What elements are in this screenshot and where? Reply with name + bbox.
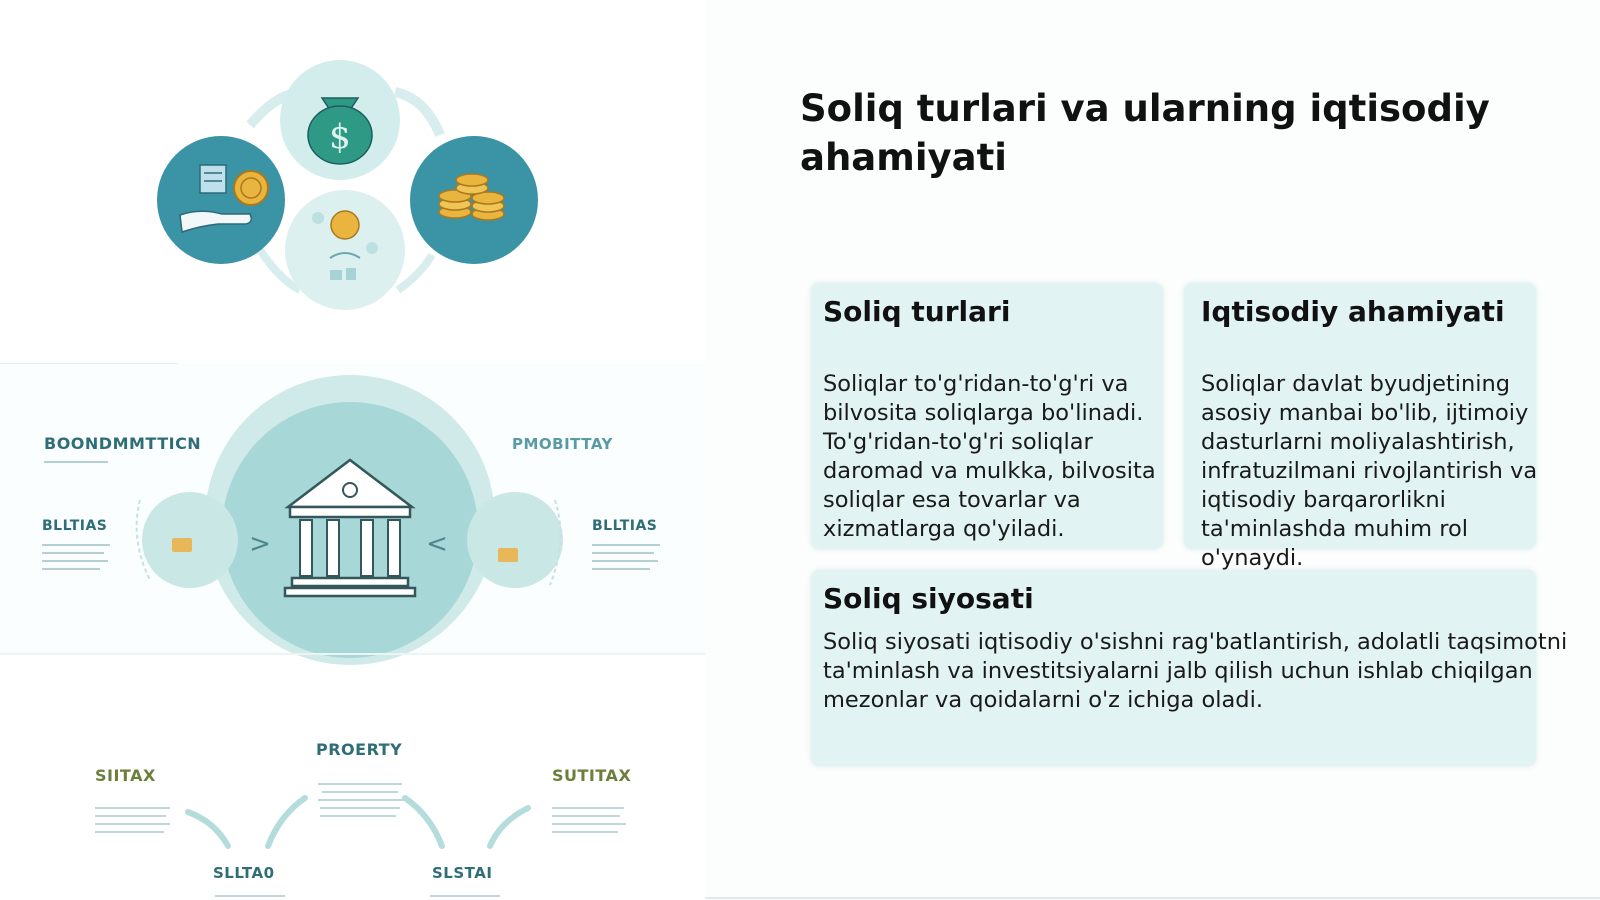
card-tax-policy bbox=[811, 570, 1536, 766]
ill-label-left-top: BOONDMMTTICN bbox=[44, 434, 202, 453]
ill-label-flow-left: SIITAX bbox=[95, 766, 156, 785]
ill-label-left-mid: BLLTIAS bbox=[42, 518, 108, 534]
card-tax-types bbox=[811, 283, 1163, 549]
card-tax-types-heading: Soliq turlari bbox=[823, 295, 1011, 328]
panel-1-circles: $ bbox=[157, 60, 538, 310]
card-tax-types-body: Soliqlar to'g'ridan-to'g'ri va bilvosita… bbox=[823, 371, 1156, 542]
panel-3-flow bbox=[95, 783, 626, 897]
coin-exchange-circle bbox=[285, 190, 405, 310]
panel-2-bank: > < bbox=[42, 375, 660, 665]
hand-coin-icon bbox=[179, 164, 269, 234]
hand-coin-circle bbox=[157, 136, 285, 264]
ill-label-right-mid: BLLTIAS bbox=[592, 518, 658, 534]
ill-label-flow-bottom-left: SLLTA0 bbox=[213, 864, 275, 882]
money-bag-icon: $ bbox=[307, 97, 373, 165]
card-tax-policy-body: Soliq siyosati iqtisodiy o'sishni rag'ba… bbox=[823, 629, 1568, 713]
ill-label-flow-top: PROERTY bbox=[316, 740, 403, 759]
card-tax-policy-heading: Soliq siyosati bbox=[823, 582, 1034, 615]
illustration-graphics: $ bbox=[0, 60, 705, 897]
ill-label-flow-bottom-right: SLSTAI bbox=[432, 864, 493, 882]
card-economic-importance-body: Soliqlar davlat byudjetining asosiy manb… bbox=[1201, 371, 1538, 571]
ill-label-flow-right: SUTITAX bbox=[552, 766, 632, 785]
ill-label-right-top: PMOBITTAY bbox=[512, 435, 613, 453]
coin-stack-icon bbox=[438, 173, 505, 221]
svg-text:<: < bbox=[426, 529, 448, 559]
slide-title: Soliq turlari va ularning iqtisodiy aham… bbox=[800, 87, 1490, 179]
svg-text:>: > bbox=[249, 529, 271, 559]
illustration-panel: $ bbox=[0, 0, 705, 900]
bank-building-icon bbox=[283, 458, 417, 598]
coin-exchange-icon bbox=[312, 210, 378, 280]
bottom-divider bbox=[705, 897, 1600, 899]
card-economic-importance-heading: Iqtisodiy ahamiyati bbox=[1201, 295, 1505, 328]
svg-text:$: $ bbox=[329, 117, 351, 157]
card-economic-importance bbox=[1184, 283, 1536, 549]
